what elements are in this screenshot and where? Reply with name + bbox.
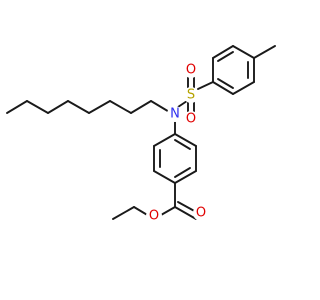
bond [47,100,69,114]
atom-oxygen-ester: O [146,208,162,224]
bond [174,133,197,147]
bond [253,45,276,59]
bond-layer [6,45,276,220]
molecule-structure: N S O O O O [6,45,276,224]
atom-label: N [170,107,180,122]
bond [88,100,111,114]
bond [212,81,234,95]
atom-label: O [186,112,196,127]
bond [153,133,176,147]
bond [67,100,90,114]
atom-sulfur: S [183,87,199,103]
bond [232,45,255,59]
atom-nitrogen: N [167,106,183,122]
structure-canvas: N S O O O O [6,45,276,224]
atom-label: O [149,209,159,224]
bond [212,45,234,59]
bond [217,78,234,89]
bond [112,206,135,220]
atom-label: S [187,88,195,103]
atom-layer: N S O O O O [146,62,209,224]
bond [174,139,191,150]
bond [232,81,255,95]
atom-oxygen-sulfonyl-top: O [183,62,199,78]
bond [153,170,176,184]
atom-label: O [196,206,206,221]
atom-oxygen-carbonyl: O [193,205,209,221]
bond [6,100,28,114]
atom-label: O [186,63,196,78]
bond [174,167,191,178]
bond [197,81,214,90]
bond [217,51,234,62]
bond [109,100,132,114]
bond [130,100,152,114]
bond [26,100,49,114]
atom-oxygen-sulfonyl-bottom: O [183,111,199,127]
bond [174,206,197,220]
bond [174,170,197,184]
